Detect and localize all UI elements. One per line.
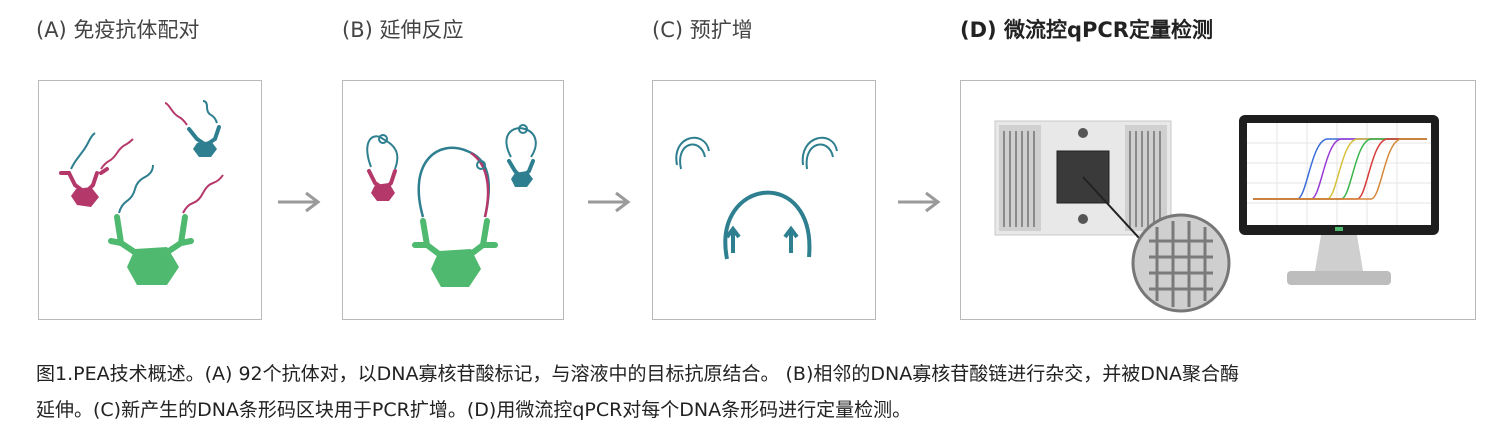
qpcr-monitor (1239, 115, 1439, 285)
magenta-oligo-strand (100, 138, 134, 170)
panel-c-box (652, 80, 876, 320)
teal-oligo-strand-3 (118, 164, 154, 214)
green-antigen (431, 249, 481, 287)
panel-d-illustration (994, 115, 1439, 313)
panel-a-illustration (59, 100, 224, 285)
small-amplicon-left (675, 136, 710, 170)
magenta-antigen (71, 187, 99, 207)
panel-c-illustration (675, 136, 838, 260)
figure-caption: 图1.PEA技术概述。(A) 92个抗体对，以DNA寡核苷酸标记，与溶液中的目标… (36, 356, 1476, 428)
panel-b-illustration (366, 124, 537, 287)
hybridized-strand-left (366, 135, 399, 170)
magenta-oligo-strand-2 (164, 102, 188, 126)
teal-oligo-strand-2 (202, 100, 218, 124)
teal-antigen (193, 141, 217, 157)
panel-d-box (960, 80, 1476, 320)
green-antigen (127, 247, 179, 285)
primer-arrow-left-icon (725, 225, 741, 253)
magenta-antigen (371, 183, 395, 201)
primer-arrow-right-icon (783, 225, 799, 253)
panel-a-box (38, 80, 262, 320)
green-antibody-pair (108, 214, 194, 258)
panel-c-title: (C) 预扩增 (652, 18, 753, 42)
large-amplicon (723, 190, 812, 260)
arrow-b-to-c-icon (584, 188, 634, 216)
magenta-antibody (59, 167, 109, 193)
panel-b-box (342, 80, 564, 320)
small-amplicon-right (801, 136, 838, 170)
panel-b-title: (B) 延伸反应 (342, 18, 464, 42)
teal-oligo-strand (70, 132, 96, 170)
teal-antibody (187, 125, 221, 145)
caption-line-1: 图1.PEA技术概述。(A) 92个抗体对，以DNA寡核苷酸标记，与溶液中的目标… (36, 363, 1240, 385)
teal-antigen (511, 171, 533, 187)
arrow-a-to-b-icon (274, 188, 324, 216)
magnified-chip-detail (1131, 213, 1231, 313)
magenta-oligo-strand-3 (182, 174, 224, 214)
panel-a-title: (A) 免疫抗体配对 (36, 18, 200, 42)
arrow-c-to-d-icon (894, 188, 944, 216)
panel-d-title: (D) 微流控qPCR定量检测 (960, 18, 1213, 42)
hybridized-strand-right (505, 127, 537, 158)
extended-strand (470, 151, 490, 218)
caption-line-2: 延伸。(C)新产生的DNA条形码区块用于PCR扩增。(D)用微流控qPCR对每个… (36, 399, 912, 421)
